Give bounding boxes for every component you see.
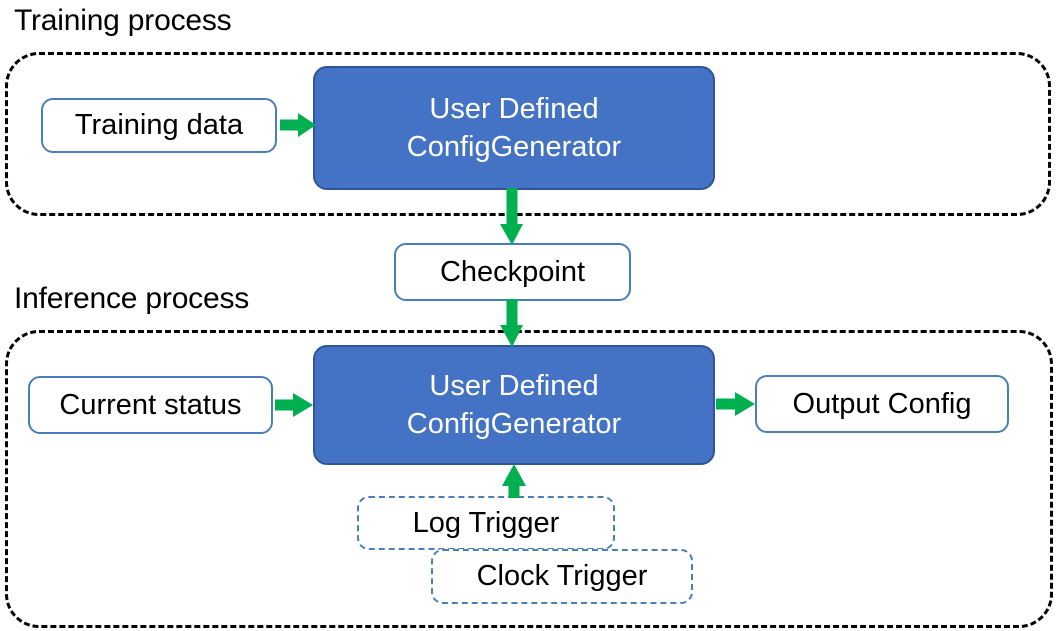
node-current-status[interactable]: Current status bbox=[28, 376, 273, 434]
node-label-line-2: ConfigGenerator bbox=[406, 408, 622, 440]
node-user-defined-configgenerator-inference[interactable]: User Defined ConfigGenerator bbox=[313, 345, 715, 465]
inference-process-container bbox=[5, 330, 1053, 628]
training-process-label: Training process bbox=[14, 4, 232, 37]
node-label-line-2: ConfigGenerator bbox=[406, 131, 622, 163]
node-output-config[interactable]: Output Config bbox=[755, 375, 1009, 433]
inference-process-label: Inference process bbox=[14, 282, 250, 315]
node-checkpoint[interactable]: Checkpoint bbox=[394, 243, 631, 301]
node-clock-trigger[interactable]: Clock Trigger bbox=[431, 549, 693, 604]
training-process-container bbox=[5, 52, 1051, 216]
node-label-line-1: User Defined bbox=[429, 370, 599, 402]
node-label-line-1: User Defined bbox=[429, 93, 599, 125]
node-log-trigger[interactable]: Log Trigger bbox=[357, 496, 615, 550]
node-training-data[interactable]: Training data bbox=[41, 98, 277, 153]
node-user-defined-configgenerator-training[interactable]: User Defined ConfigGenerator bbox=[313, 66, 715, 190]
